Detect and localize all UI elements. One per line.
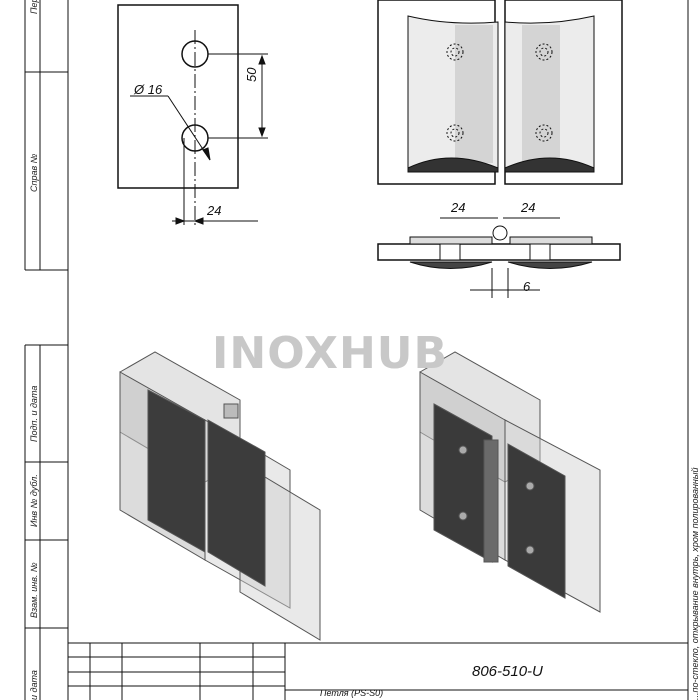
sidebar-label-2: Справ №	[29, 153, 39, 192]
inoxhub-watermark: INOXHUB	[212, 328, 449, 379]
side-left-dimension: 24	[451, 200, 466, 215]
hinge-iso-view-plate-side	[419, 351, 601, 613]
title-block-grid	[68, 642, 688, 700]
sidebar-label-5: Взам. инв. №	[29, 562, 39, 618]
gap-dimension: 6	[523, 279, 531, 294]
side-right-dimension: 24	[521, 200, 536, 215]
sidebar-label-1: Перв	[29, 0, 39, 14]
sidebar-label-4: Инв № дубл.	[29, 474, 39, 527]
hinge-iso-view-glass-side	[119, 351, 321, 641]
hinge-side-view	[377, 217, 621, 298]
diameter-dimension: Ø 16	[134, 82, 163, 97]
hinge-front-view	[377, 0, 623, 185]
spacing-dimension: 50	[244, 67, 259, 82]
hole-plate-view	[117, 4, 268, 225]
right-margin-note: ...по-стекло, открывание внутрь, хром по…	[690, 467, 700, 700]
offset-dimension: 24	[207, 203, 222, 218]
sidebar-label-6: и дата	[29, 670, 39, 700]
part-code: 806-510-U	[472, 663, 543, 680]
sheet-frame	[24, 0, 689, 700]
sidebar-label-3: Подп. и дата	[29, 385, 39, 442]
title-bottom-text: Петля (PS-S0)	[320, 688, 384, 698]
